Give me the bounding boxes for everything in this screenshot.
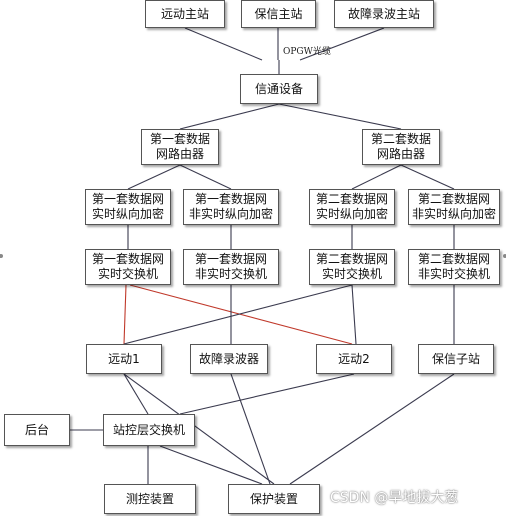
- connector-d4: [289, 373, 455, 485]
- edge-marker-right: [503, 254, 506, 258]
- connector-d2: [179, 373, 355, 415]
- label-opgw: OPGW光缆: [283, 47, 331, 57]
- node-backend: 后台: [4, 414, 70, 446]
- node-bx-sub: 保信子站: [418, 344, 494, 374]
- node-enc1-rt: 第一套数据网 实时纵向加密: [85, 189, 171, 225]
- node-sw2-rt: 第二套数据网 实时交换机: [309, 249, 395, 285]
- connector-s1: [123, 284, 127, 345]
- connector-r2: [179, 164, 232, 190]
- node-station-sw: 站控层交换机: [103, 414, 195, 446]
- node-measure: 测控装置: [104, 484, 196, 514]
- node-yd2: 远动2: [316, 344, 392, 374]
- connector-s3: [123, 284, 353, 345]
- connector-m1: [184, 27, 263, 61]
- node-enc2-rt: 第二套数据网 实时纵向加密: [309, 189, 395, 225]
- node-comm: 信通设备: [240, 74, 318, 104]
- node-recorder: 故障录波器: [190, 344, 268, 374]
- node-enc1-nrt: 第一套数据网 非实时纵向加密: [183, 189, 279, 225]
- connector-s4: [351, 284, 357, 345]
- connector-d5: [123, 373, 275, 485]
- node-enc2-nrt: 第二套数据网 非实时纵向加密: [408, 189, 500, 225]
- connector-r3: [351, 164, 402, 190]
- connector-b3: [159, 445, 263, 485]
- node-router2: 第二套数据 网路由器: [362, 129, 440, 165]
- node-bx-master: 保信主站: [241, 0, 316, 28]
- node-protect: 保护装置: [228, 484, 320, 514]
- connector-d1: [123, 373, 149, 415]
- connector-d3: [230, 373, 271, 485]
- node-sw1-rt: 第一套数据网 实时交换机: [85, 249, 171, 285]
- node-sw1-nrt: 第一套数据网 非实时交换机: [183, 249, 279, 285]
- connector-r4: [400, 164, 455, 190]
- node-sw2-nrt: 第二套数据网 非实时交换机: [408, 249, 500, 285]
- connector-s2: [129, 284, 353, 345]
- connector-m3: [299, 27, 385, 61]
- connector-c2: [278, 103, 402, 130]
- connector-c1: [179, 103, 280, 130]
- edge-marker-left: [0, 254, 3, 258]
- watermark: CSDN @旱地拔大葱: [330, 490, 459, 506]
- node-gz-master: 故障录波主站: [334, 0, 434, 28]
- connector-r1: [127, 164, 181, 190]
- node-yd1: 远动1: [86, 344, 162, 374]
- node-router1: 第一套数据 网路由器: [141, 129, 219, 165]
- node-yd-master: 远动主站: [145, 0, 225, 28]
